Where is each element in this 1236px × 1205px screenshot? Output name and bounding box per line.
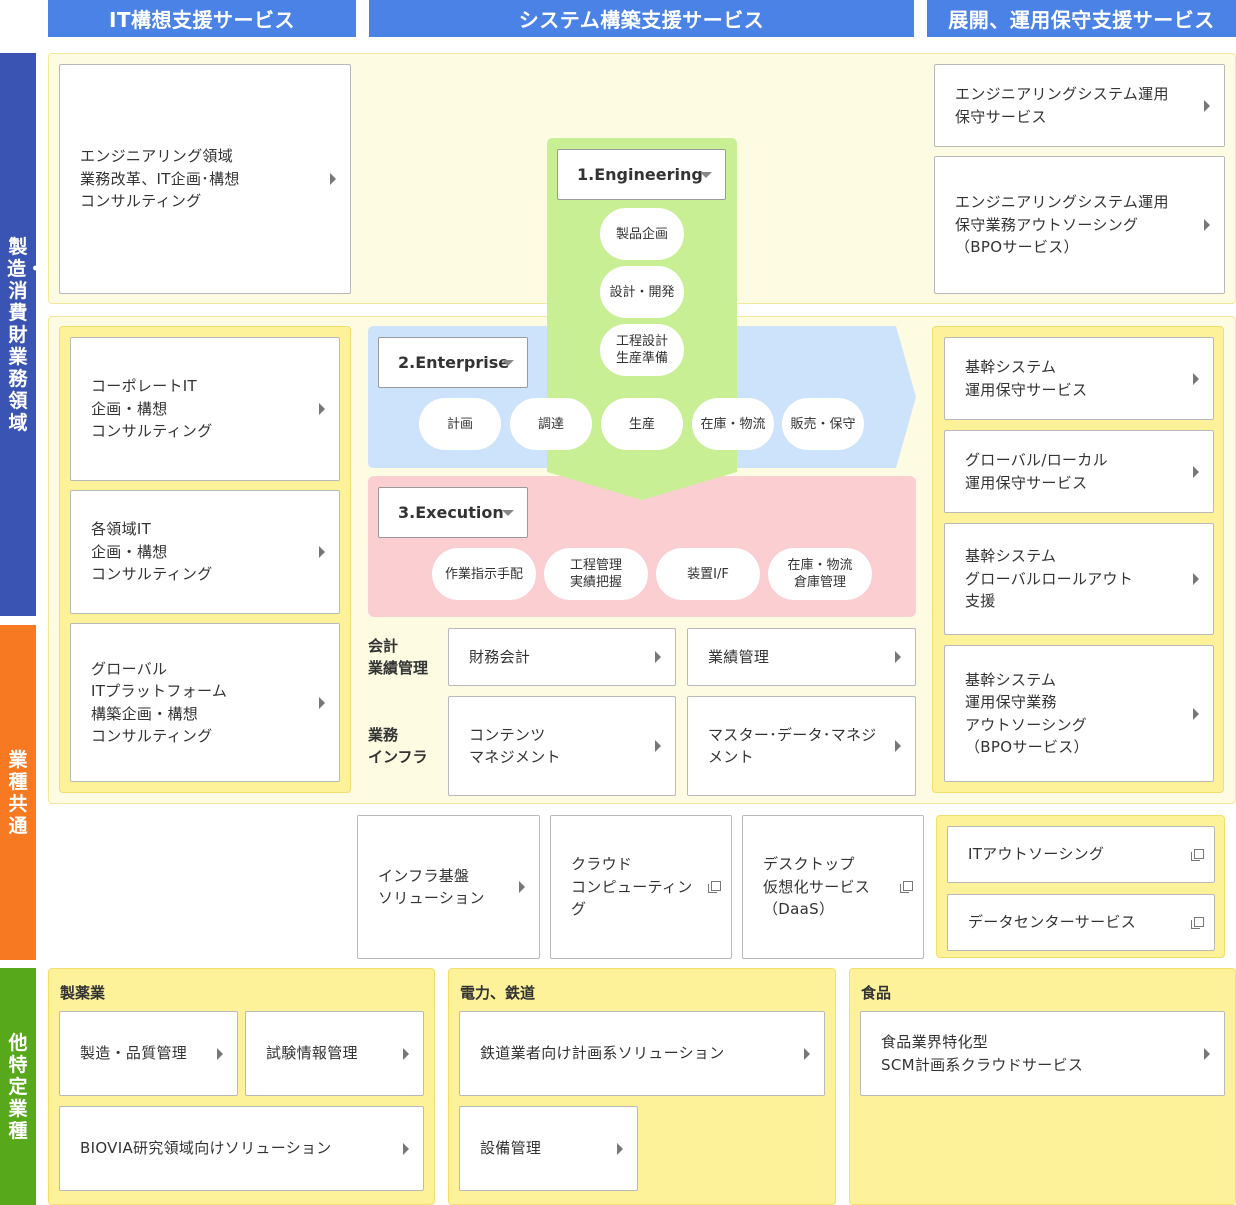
arrow-right-icon (1193, 573, 1199, 585)
arrow-right-icon (1204, 99, 1210, 112)
chevron-down-icon (502, 359, 514, 366)
accounting-label: 会計 業績管理 (368, 637, 429, 677)
header-system-build: システム構築支援サービス (369, 0, 914, 37)
arrow-right-icon (895, 740, 901, 752)
core-ops-card[interactable]: 基幹システム 運用保守サービス (944, 337, 1214, 420)
performance-management-card[interactable]: 業績管理 (687, 628, 916, 686)
external-link-icon (708, 881, 721, 893)
arrow-right-icon (319, 546, 325, 558)
infra-solution-card[interactable]: インフラ基盤 ソリューション (357, 815, 540, 959)
it-outsourcing-card[interactable]: ITアウトソーシング (947, 826, 1215, 883)
external-link-icon (1191, 916, 1204, 929)
biovia-card[interactable]: BIOVIA研究領域向けソリューション (59, 1106, 424, 1191)
arrow-right-icon (1204, 219, 1210, 231)
contents-management-card[interactable]: コンテンツ マネジメント (448, 696, 676, 796)
side-label-cross-industry: 業種共通 (0, 625, 36, 960)
enterprise-step-pill: 在庫・物流 (692, 398, 774, 450)
datacenter-card[interactable]: データセンターサービス (947, 894, 1215, 951)
equipment-management-card[interactable]: 設備管理 (459, 1106, 638, 1191)
enterprise-step-pill: 販売・保守 (782, 398, 864, 450)
side-label-manufacturing: 製造・消費財 業務領域 (0, 53, 47, 616)
execution-step-pill: 装置I/F (656, 548, 760, 600)
desktop-daas-card[interactable]: デスクトップ 仮想化サービス （DaaS） (742, 815, 924, 959)
arrow-right-icon (1193, 372, 1199, 385)
arrow-right-icon (617, 1142, 623, 1155)
food-title: 食品 (861, 984, 892, 1002)
business-infra-label: 業務 インフラ (368, 726, 428, 766)
engineering-consulting-card[interactable]: エンジニアリング領域 業務改革、IT企画･構想 コンサルティング (59, 64, 351, 294)
execution-step-pill: 作業指示手配 (432, 548, 536, 600)
power-rail-title: 電力、鉄道 (460, 984, 536, 1002)
arrow-right-icon (895, 651, 901, 663)
pharma-title: 製薬業 (60, 984, 106, 1002)
arrow-right-icon (1193, 707, 1199, 720)
arrow-right-icon (655, 740, 661, 752)
financial-accounting-card[interactable]: 財務会計 (448, 628, 676, 686)
eng-step-pill: 設計・開発 (600, 266, 684, 318)
corporate-it-card[interactable]: コーポレートIT 企画・構想 コンサルティング (70, 337, 340, 481)
header-deploy-ops: 展開、運用保守支援サービス (927, 0, 1236, 37)
eng-ops-card[interactable]: エンジニアリングシステム運用 保守サービス (934, 64, 1225, 147)
enterprise-step-pill: 生産 (601, 398, 683, 450)
header-it-concept: IT構想支援サービス (48, 0, 356, 37)
global-platform-card[interactable]: グローバル ITプラットフォーム 構築企画・構想 コンサルティング (70, 623, 340, 782)
execution-step-pill: 在庫・物流 倉庫管理 (768, 548, 872, 600)
arrow-right-icon (655, 651, 661, 663)
enterprise-dropdown[interactable]: 2.Enterprise (378, 337, 528, 388)
arrow-right-icon (1193, 465, 1199, 478)
arrow-right-icon (319, 403, 325, 415)
arrow-right-icon (330, 173, 336, 185)
external-link-icon (1191, 848, 1204, 861)
food-scm-card[interactable]: 食品業界特化型 SCM計画系クラウドサービス (860, 1011, 1225, 1096)
arrow-right-icon (403, 1142, 409, 1155)
global-rollout-card[interactable]: 基幹システム グローバルロールアウト 支援 (944, 523, 1214, 635)
arrow-right-icon (804, 1047, 810, 1060)
eng-step-pill: 製品企画 (600, 208, 684, 260)
arrow-right-icon (217, 1047, 223, 1060)
chevron-down-icon (502, 509, 514, 516)
core-bpo-card[interactable]: 基幹システム 運用保守業務 アウトソーシング （BPOサービス） (944, 645, 1214, 782)
domain-it-card[interactable]: 各領域IT 企画・構想 コンサルティング (70, 490, 340, 614)
engineering-arrow-shape (547, 138, 737, 500)
quality-management-card[interactable]: 製造・品質管理 (59, 1011, 238, 1096)
global-local-ops-card[interactable]: グローバル/ローカル 運用保守サービス (944, 430, 1214, 513)
cloud-computing-card[interactable]: クラウド コンピューティン グ (550, 815, 732, 959)
eng-step-pill: 工程設計 生産準備 (600, 324, 684, 376)
side-label-other-industry: 他特定業種 (0, 968, 36, 1205)
arrow-right-icon (403, 1047, 409, 1060)
arrow-right-icon (1204, 1047, 1210, 1060)
arrow-right-icon (319, 696, 325, 709)
enterprise-step-pill: 調達 (510, 398, 592, 450)
chevron-down-icon (700, 171, 712, 178)
railway-planning-card[interactable]: 鉄道業者向け計画系ソリューション (459, 1011, 825, 1096)
arrow-right-icon (519, 881, 525, 893)
execution-step-pill: 工程管理 実績把握 (544, 548, 648, 600)
external-link-icon (900, 881, 913, 893)
master-data-management-card[interactable]: マスター･データ･マネジ メント (687, 696, 916, 796)
execution-dropdown[interactable]: 3.Execution (378, 487, 528, 538)
engineering-column (547, 138, 737, 500)
enterprise-step-pill: 計画 (419, 398, 501, 450)
eng-bpo-card[interactable]: エンジニアリングシステム運用 保守業務アウトソーシング （BPOサービス） (934, 156, 1225, 294)
engineering-dropdown[interactable]: 1.Engineering (557, 149, 726, 200)
trial-info-card[interactable]: 試験情報管理 (245, 1011, 424, 1096)
